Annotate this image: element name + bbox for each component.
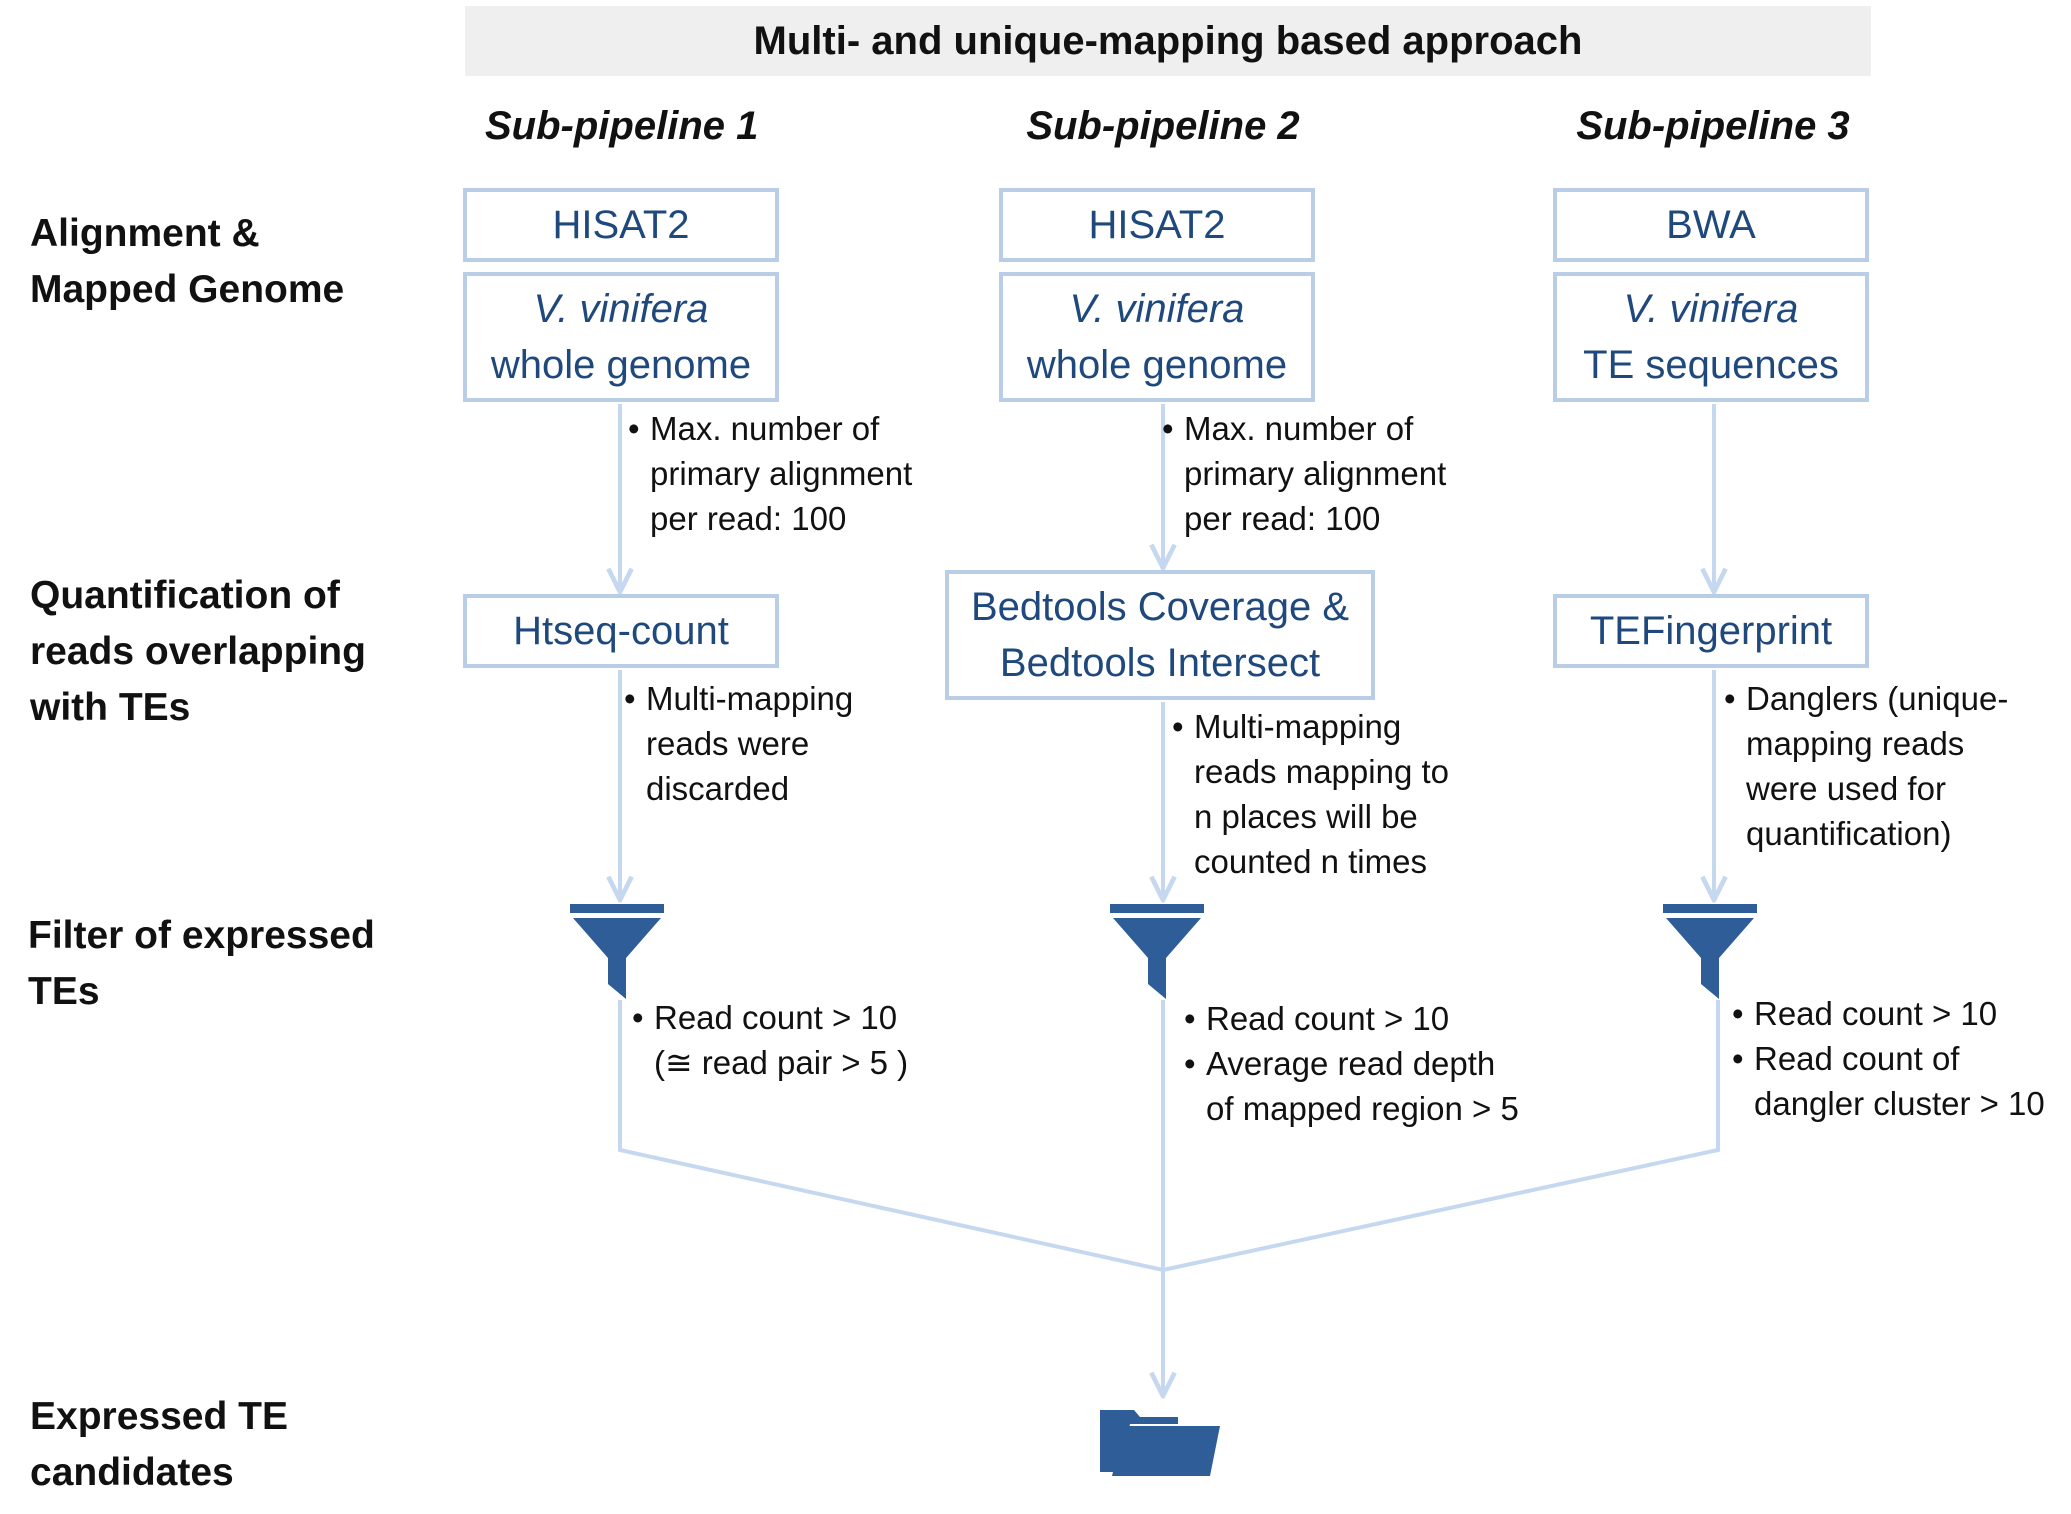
quant-note-1: Multi-mapping reads were discarded <box>624 676 853 811</box>
sub-pipeline-1-title: Sub-pipeline 1 <box>485 104 759 148</box>
genome-box-1: V. vinifera whole genome <box>463 272 779 402</box>
row-label-expressed: Expressed TE candidates <box>30 1395 288 1494</box>
approach-title-banner: Multi- and unique-mapping based approach <box>465 6 1871 76</box>
row-label-quantification: Quantification of reads overlapping with… <box>30 574 366 729</box>
filter-note-3: Read count > 10 Read count of dangler cl… <box>1732 991 2045 1126</box>
quant-note-3: Danglers (unique- mapping reads were use… <box>1724 676 2008 856</box>
alignment-note-2: Max. number of primary alignment per rea… <box>1162 406 1446 541</box>
row-label-filter: Filter of expressed TEs <box>28 914 375 1013</box>
folder-icon <box>1100 1410 1220 1476</box>
quant-tool-box-1: Htseq-count <box>463 594 779 668</box>
merge-line-right <box>1162 1000 1720 1272</box>
alignment-note-1: Max. number of primary alignment per rea… <box>628 406 912 541</box>
quant-tool-box-2: Bedtools Coverage & Bedtools Intersect <box>945 570 1375 700</box>
aligner-box-2: HISAT2 <box>999 188 1315 262</box>
genome-box-3: V. vinifera TE sequences <box>1553 272 1869 402</box>
filter-note-2: Read count > 10 Average read depth of ma… <box>1184 996 1519 1131</box>
quant-note-2: Multi-mapping reads mapping to n places … <box>1172 704 1449 884</box>
funnel-icon <box>1663 904 1757 999</box>
genome-box-2: V. vinifera whole genome <box>999 272 1315 402</box>
row-label-alignment: Alignment & Mapped Genome <box>30 212 345 311</box>
approach-title: Multi- and unique-mapping based approach <box>753 18 1583 63</box>
sub-pipeline-3-title: Sub-pipeline 3 <box>1576 104 1850 148</box>
aligner-box-1: HISAT2 <box>463 188 779 262</box>
funnel-icon <box>570 904 664 999</box>
quant-tool-box-3: TEFingerprint <box>1553 594 1869 668</box>
funnel-icon <box>1110 904 1204 999</box>
sub-pipeline-2-title: Sub-pipeline 2 <box>1026 104 1300 148</box>
merge-line-left <box>618 1000 1164 1272</box>
aligner-box-3: BWA <box>1553 188 1869 262</box>
filter-note-1: Read count > 10 (≅ read pair > 5 ) <box>632 995 908 1085</box>
